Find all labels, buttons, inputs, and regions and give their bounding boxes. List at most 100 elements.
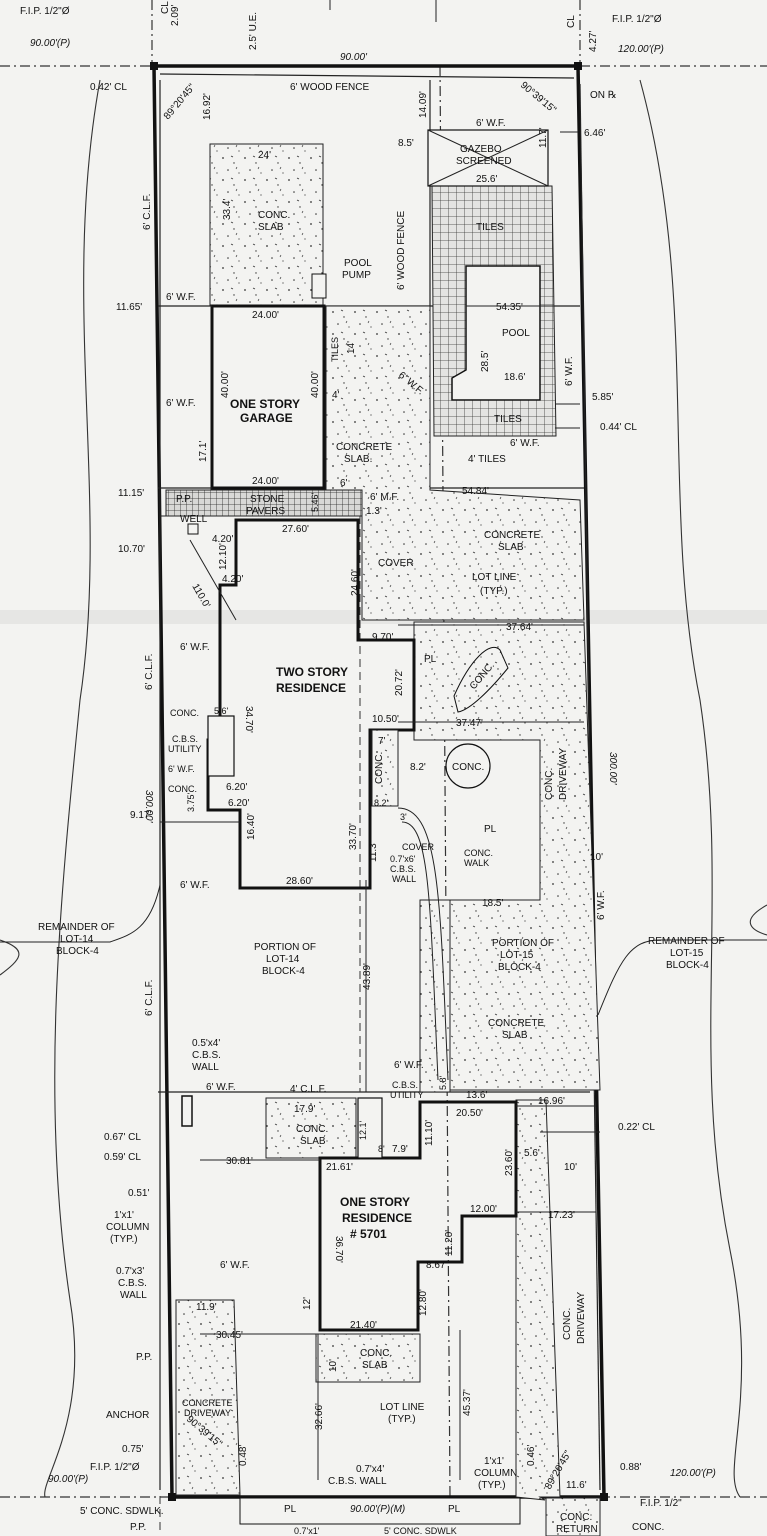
garage-title-1: ONE STORY [230, 397, 300, 411]
column-b-3: (TYP.) [478, 1480, 506, 1491]
column-b-1: 1'x1' [484, 1456, 504, 1467]
dim-12-1: 12.1' [358, 1120, 368, 1140]
se-pin-icon [600, 1493, 608, 1501]
wf-garage-west: 6' W.F. [166, 292, 196, 303]
wf-mid-west: 6' W.F. [180, 642, 210, 653]
pool-pump-label-1: POOL [344, 258, 372, 269]
tiles-top: TILES [476, 222, 504, 233]
pool-pump-icon [311, 273, 327, 299]
one-story-title-3: # 5701 [350, 1227, 387, 1241]
dim-16-92: 16.92' [202, 93, 213, 120]
on-line: ON ℞ [590, 90, 617, 101]
concrete-pad-residence [371, 729, 399, 807]
sidewalk-bottom: 5' CONC. SDWLK [384, 1526, 457, 1536]
sidewalk-label: 5' CONC. SDWLK. [80, 1506, 164, 1517]
driveway-1: DRIVEWAY [558, 747, 569, 800]
cover-label: COVER [378, 558, 414, 569]
dim-14: 14' [346, 341, 357, 354]
one-story-title-1: ONE STORY [340, 1195, 410, 1209]
power-pole-2: P.P. [136, 1352, 152, 1363]
dim-25-6: 25.6' [476, 174, 497, 185]
dim-43-89: 43.89' [362, 963, 373, 990]
dim-0-22: 0.22' CL [618, 1122, 655, 1133]
wf-utility: 6' W.F. [168, 764, 195, 774]
dim-37-64: 37.64' [506, 622, 533, 633]
dim-5-8: 5.8' [438, 1075, 448, 1090]
two-story-title-1: TWO STORY [276, 665, 348, 679]
planter-south-2: PL [448, 1504, 461, 1515]
dim-33-70: 33.70' [348, 823, 359, 850]
nw-pin-label: F.I.P. 1/2"Ø [20, 6, 70, 17]
dim-28-5: 28.5' [480, 351, 491, 372]
column-3: (TYP.) [110, 1234, 138, 1245]
dim-10-c: 10' [328, 1359, 339, 1372]
wall-0-7-b-3: WALL [120, 1290, 147, 1301]
dim-23-60: 23.60' [504, 1149, 515, 1176]
remainder-east-1: REMAINDER OF [648, 936, 725, 947]
dim-0-67: 0.67' CL [104, 1132, 141, 1143]
concrete-slab-b-1: CONCRETE [484, 530, 540, 541]
portion-lot15-2: LOT-15 [500, 950, 534, 961]
two-story-residence-footprint [206, 518, 416, 890]
dim-8-5: 8.5' [398, 138, 414, 149]
portion-lot15-1: PORTION OF [492, 938, 554, 949]
dim-6: 6' [340, 478, 348, 489]
cbs-utility [207, 715, 235, 777]
sw-offset: 0.75' [122, 1444, 143, 1455]
dim-5-46: 5.46' [310, 492, 320, 512]
dim-0-44: 0.44' CL [600, 422, 637, 433]
planter-south-1: PL [284, 1504, 297, 1515]
concrete-driveway-west [175, 1299, 241, 1496]
sw-offset-2: 0.48' [238, 1445, 249, 1466]
wf-left-low: 6' W.F. [206, 1082, 236, 1093]
portion-lot14-1: PORTION OF [254, 942, 316, 953]
conc-small: CONC. [170, 708, 199, 718]
pool-pump-label-2: PUMP [342, 270, 371, 281]
dimension-lines [160, 131, 600, 1480]
planter-label-1: PL [424, 654, 437, 665]
lot-line-typ: (TYP.) [480, 586, 508, 597]
conc-small-2: CONC. [168, 784, 197, 794]
wall-0-5-1: 0.5'x4' [192, 1038, 220, 1049]
dim-11-10: 11.10' [424, 1120, 435, 1146]
garage-footprint [210, 304, 326, 490]
dim-21-61: 21.61' [326, 1162, 353, 1173]
dim-9-70: 9.70' [372, 632, 393, 643]
sw-pin-label: F.I.P. 1/2"Ø [90, 1462, 140, 1473]
dim-24-60: 24.60' [350, 569, 361, 596]
dim-10: 10' [590, 852, 603, 863]
dim-7-9: 7.9' [392, 1144, 408, 1155]
dim-3-75: 3.75' [186, 792, 196, 812]
wf-east-pool: 6' W.F. [564, 356, 575, 386]
dim-11-7: 11.7' [538, 127, 549, 148]
lot-line-label-2: LOT LINE [380, 1402, 425, 1413]
wall-0-5-3: WALL [192, 1062, 219, 1073]
conc-circle-label: CONC. [452, 762, 484, 773]
dim-16-96: 16.96' [538, 1096, 565, 1107]
dim-6-20-b: 6.20' [228, 798, 249, 809]
dim-30-45: 30.45' [216, 1330, 243, 1341]
ne-angle: 90°39'15" [518, 80, 558, 116]
dim-12-10: 12.10' [218, 543, 229, 570]
dim-14-09: 14.09' [418, 91, 429, 118]
one-story-residence-footprint [318, 1100, 518, 1332]
conc-return-1: CONC. [560, 1512, 592, 1523]
portion-lot15-3: BLOCK-4 [498, 962, 541, 973]
dim-6-20-a: 6.20' [226, 782, 247, 793]
dim-45-37: 45.37' [462, 1389, 473, 1416]
dim-24-00-top: 24.00' [252, 310, 279, 321]
utility-label: UTILITY [168, 744, 202, 754]
conc-slab-s-1: CONC. [296, 1124, 328, 1135]
tiles-bottom: TILES [494, 414, 522, 425]
wf-east: 6' W.F. [596, 890, 607, 920]
concrete-c-1: CONCRETE [488, 1018, 544, 1029]
dim-17-1: 17.1' [198, 441, 209, 462]
dim-18-6: 18.6' [504, 372, 525, 383]
cbs-utility-south [357, 1097, 383, 1159]
column-1: 1'x1' [114, 1210, 134, 1221]
dim-32-66: 32.66' [314, 1403, 325, 1430]
wall-0-5-2: C.B.S. [192, 1050, 221, 1061]
dim-110: 110.0' [189, 582, 212, 610]
concrete-drive-2: DRIVEWAY [184, 1408, 231, 1418]
